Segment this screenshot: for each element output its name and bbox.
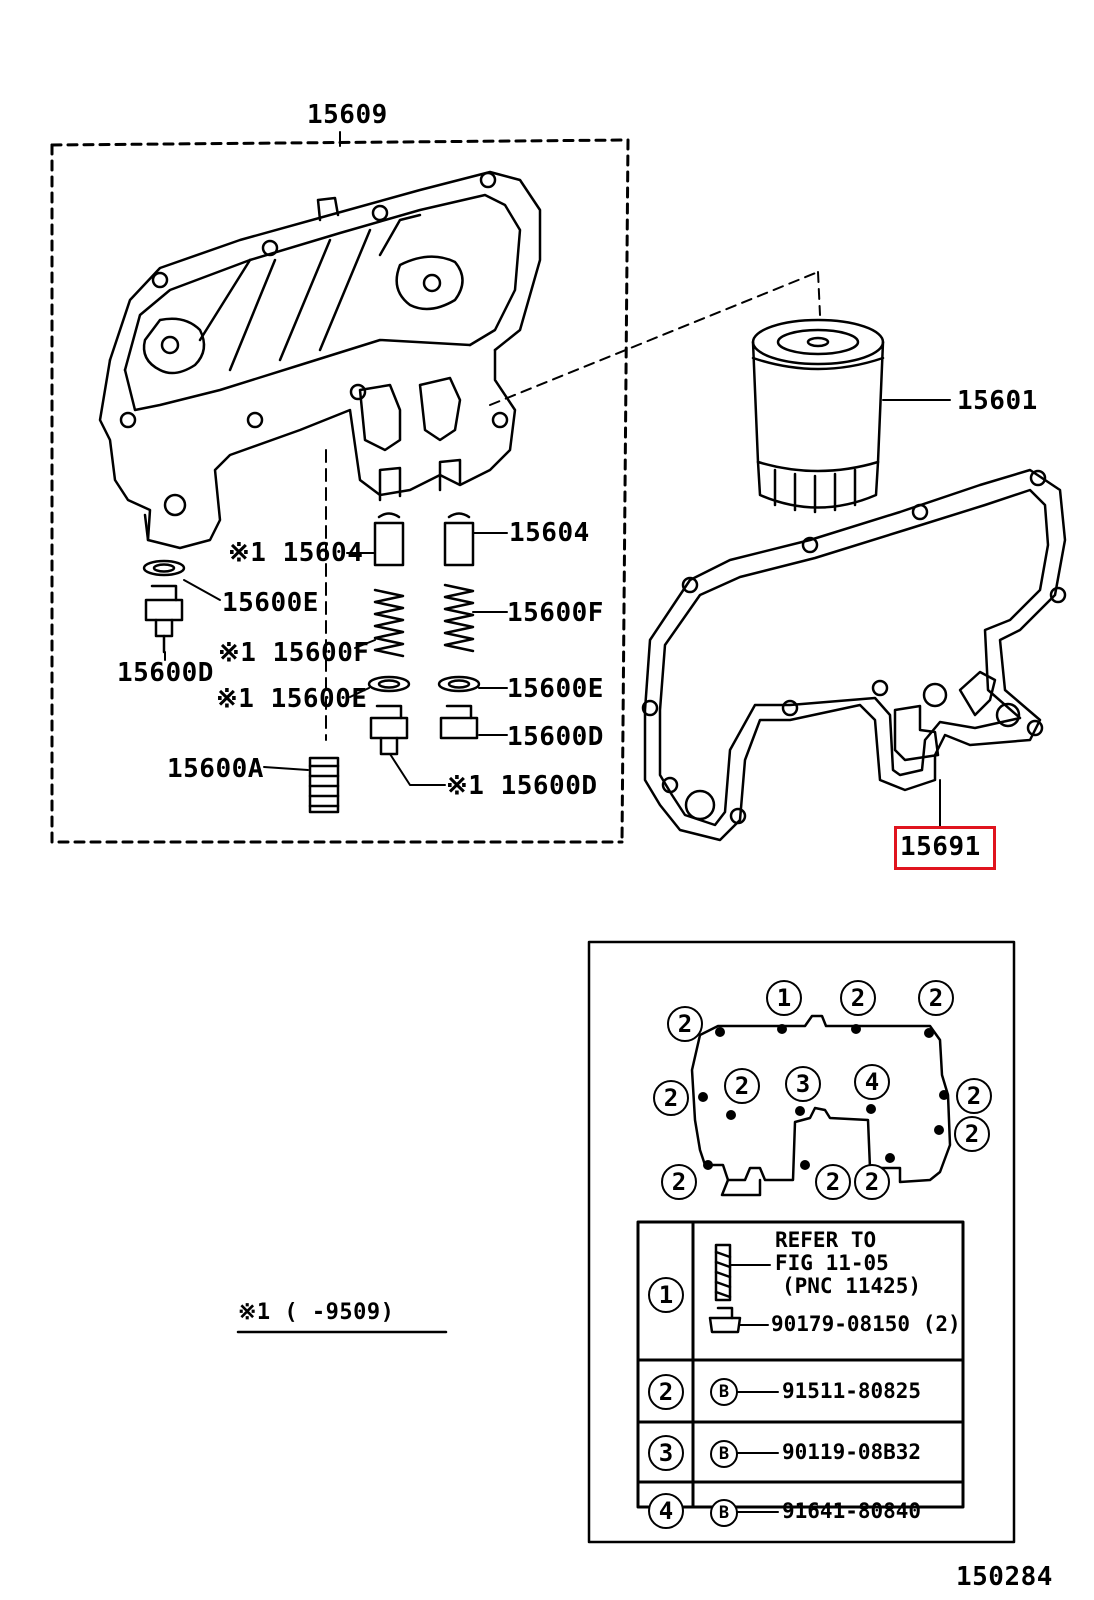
legend-1-line-1: REFER TO bbox=[775, 1228, 877, 1252]
legend-tag-b: B bbox=[710, 1499, 738, 1527]
legend-1-line-3: (PNC 11425) bbox=[782, 1274, 922, 1298]
serial-note: ※1 ( -9509) bbox=[238, 1300, 395, 1325]
legend-2-part[interactable]: 91511-80825 bbox=[782, 1379, 922, 1403]
label-15600E-left[interactable]: ※1 15600E bbox=[216, 684, 368, 714]
legend-1-line-2: FIG 11-05 bbox=[775, 1251, 889, 1275]
label-15600D-left[interactable]: 15600D bbox=[117, 658, 214, 688]
bolt-marker: 1 bbox=[766, 980, 802, 1016]
assembly-bracket bbox=[50, 138, 630, 844]
small-parts-left bbox=[142, 512, 481, 814]
legend-key-3: 3 bbox=[648, 1435, 684, 1471]
legend-key-1: 1 bbox=[648, 1277, 684, 1313]
label-15691[interactable]: 15691 bbox=[900, 832, 981, 862]
legend-tag-b: B bbox=[710, 1378, 738, 1406]
bolt-marker: 4 bbox=[854, 1064, 890, 1100]
label-15600F-right[interactable]: 15600F bbox=[507, 598, 604, 628]
label-15600E-top[interactable]: 15600E bbox=[222, 588, 319, 618]
bolt-marker: 2 bbox=[954, 1116, 990, 1152]
legend-4-part[interactable]: 91641-80840 bbox=[782, 1499, 922, 1523]
legend-key-2: 2 bbox=[648, 1374, 684, 1410]
legend-3-part[interactable]: 90119-08B32 bbox=[782, 1440, 922, 1464]
legend-key-4: 4 bbox=[648, 1493, 684, 1529]
oil-filter-drawing bbox=[751, 318, 885, 514]
gasket-drawing bbox=[641, 468, 1067, 842]
legend-tag-b: B bbox=[710, 1440, 738, 1468]
bolt-marker: 2 bbox=[653, 1080, 689, 1116]
bolt-marker: 2 bbox=[661, 1164, 697, 1200]
bolt-map-box bbox=[587, 940, 1016, 1544]
label-15601[interactable]: 15601 bbox=[957, 386, 1038, 416]
bolt-marker: 2 bbox=[854, 1164, 890, 1200]
legend-1-part[interactable]: 90179-08150 (2) bbox=[771, 1312, 961, 1336]
bolt-marker: 2 bbox=[840, 980, 876, 1016]
bolt-marker: 2 bbox=[815, 1164, 851, 1200]
bolt-marker: 2 bbox=[918, 980, 954, 1016]
label-15600D-right[interactable]: 15600D bbox=[507, 722, 604, 752]
bolt-marker: 3 bbox=[785, 1066, 821, 1102]
label-15604-left[interactable]: ※1 15604 bbox=[228, 538, 364, 568]
label-15604-right[interactable]: 15604 bbox=[509, 518, 590, 548]
bolt-marker: 2 bbox=[956, 1078, 992, 1114]
bolt-marker: 2 bbox=[667, 1006, 703, 1042]
label-15600A[interactable]: 15600A bbox=[167, 754, 264, 784]
figure-id: 150284 bbox=[956, 1562, 1053, 1592]
label-15600F-left[interactable]: ※1 15600F bbox=[218, 638, 370, 668]
label-15600D-bottom[interactable]: ※1 15600D bbox=[446, 771, 598, 801]
highlight-box-15691 bbox=[894, 826, 996, 870]
label-15609[interactable]: 15609 bbox=[307, 100, 388, 130]
oil-pump-body-drawing bbox=[98, 170, 542, 550]
label-15600E-right[interactable]: 15600E bbox=[507, 674, 604, 704]
bolt-marker: 2 bbox=[724, 1068, 760, 1104]
